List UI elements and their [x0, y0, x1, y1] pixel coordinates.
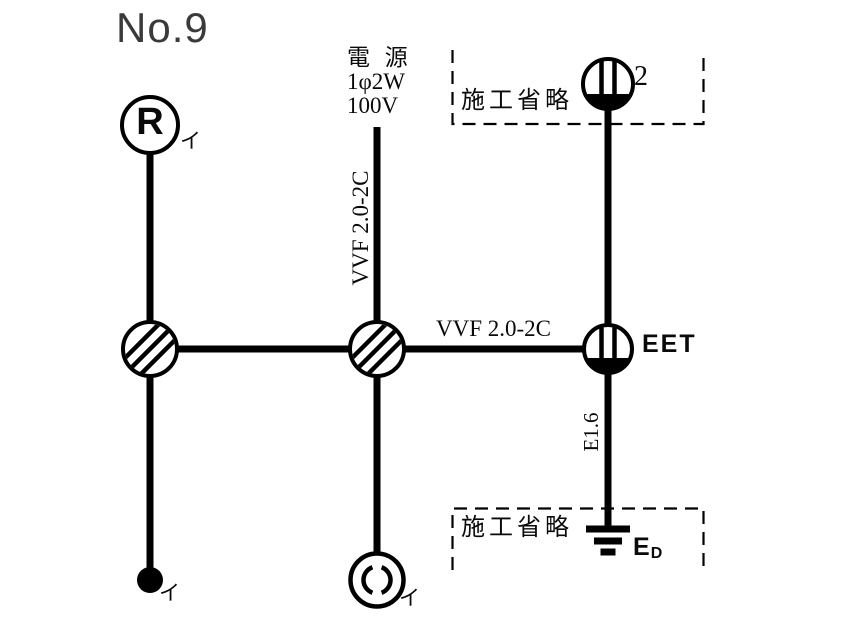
cable-label-feed: VVF 2.0-2C	[348, 170, 373, 286]
omission-box-top-outline	[451, 50, 705, 126]
power-source-label: 電 源 1φ2W 100V	[347, 46, 408, 118]
cable-label-earth-wire: E1.6	[579, 412, 603, 452]
power-source-line1: 電 源	[347, 45, 408, 70]
omission-label-bottom: 施工省略	[461, 515, 573, 541]
circuit-mark-lamp: イ	[180, 129, 201, 153]
ceiling-rosette-icon	[348, 551, 406, 609]
power-source-line3: 100V	[347, 93, 399, 118]
diagram-title: No.9	[116, 4, 209, 51]
junction-box-left-icon	[121, 320, 179, 378]
earth-electrode-icon	[586, 525, 630, 556]
outlet-eet-label: EET	[642, 330, 697, 358]
circuit-mark-rosette: イ	[399, 586, 420, 610]
lamp-receptacle-letter: R	[136, 101, 164, 143]
omission-label-top: 施工省略	[461, 88, 573, 114]
earth-electrode-subscript: D	[650, 545, 663, 562]
outlet-count-label: 2	[634, 61, 648, 92]
outlet-eet-icon	[582, 323, 634, 375]
lamp-receptacle-icon	[120, 95, 180, 155]
outlet-double-icon	[581, 57, 635, 111]
earth-electrode-letter: E	[633, 533, 650, 561]
earth-electrode-label: ED	[633, 533, 663, 562]
omission-box-bottom-outline	[451, 507, 705, 570]
cable-label-branch: VVF 2.0-2C	[436, 316, 552, 341]
wires	[146, 84, 612, 580]
power-source-line2: 1φ2W	[347, 69, 405, 94]
junction-box-right-icon	[348, 320, 406, 378]
circuit-mark-switch: イ	[159, 581, 180, 605]
switch-icon	[137, 567, 163, 593]
